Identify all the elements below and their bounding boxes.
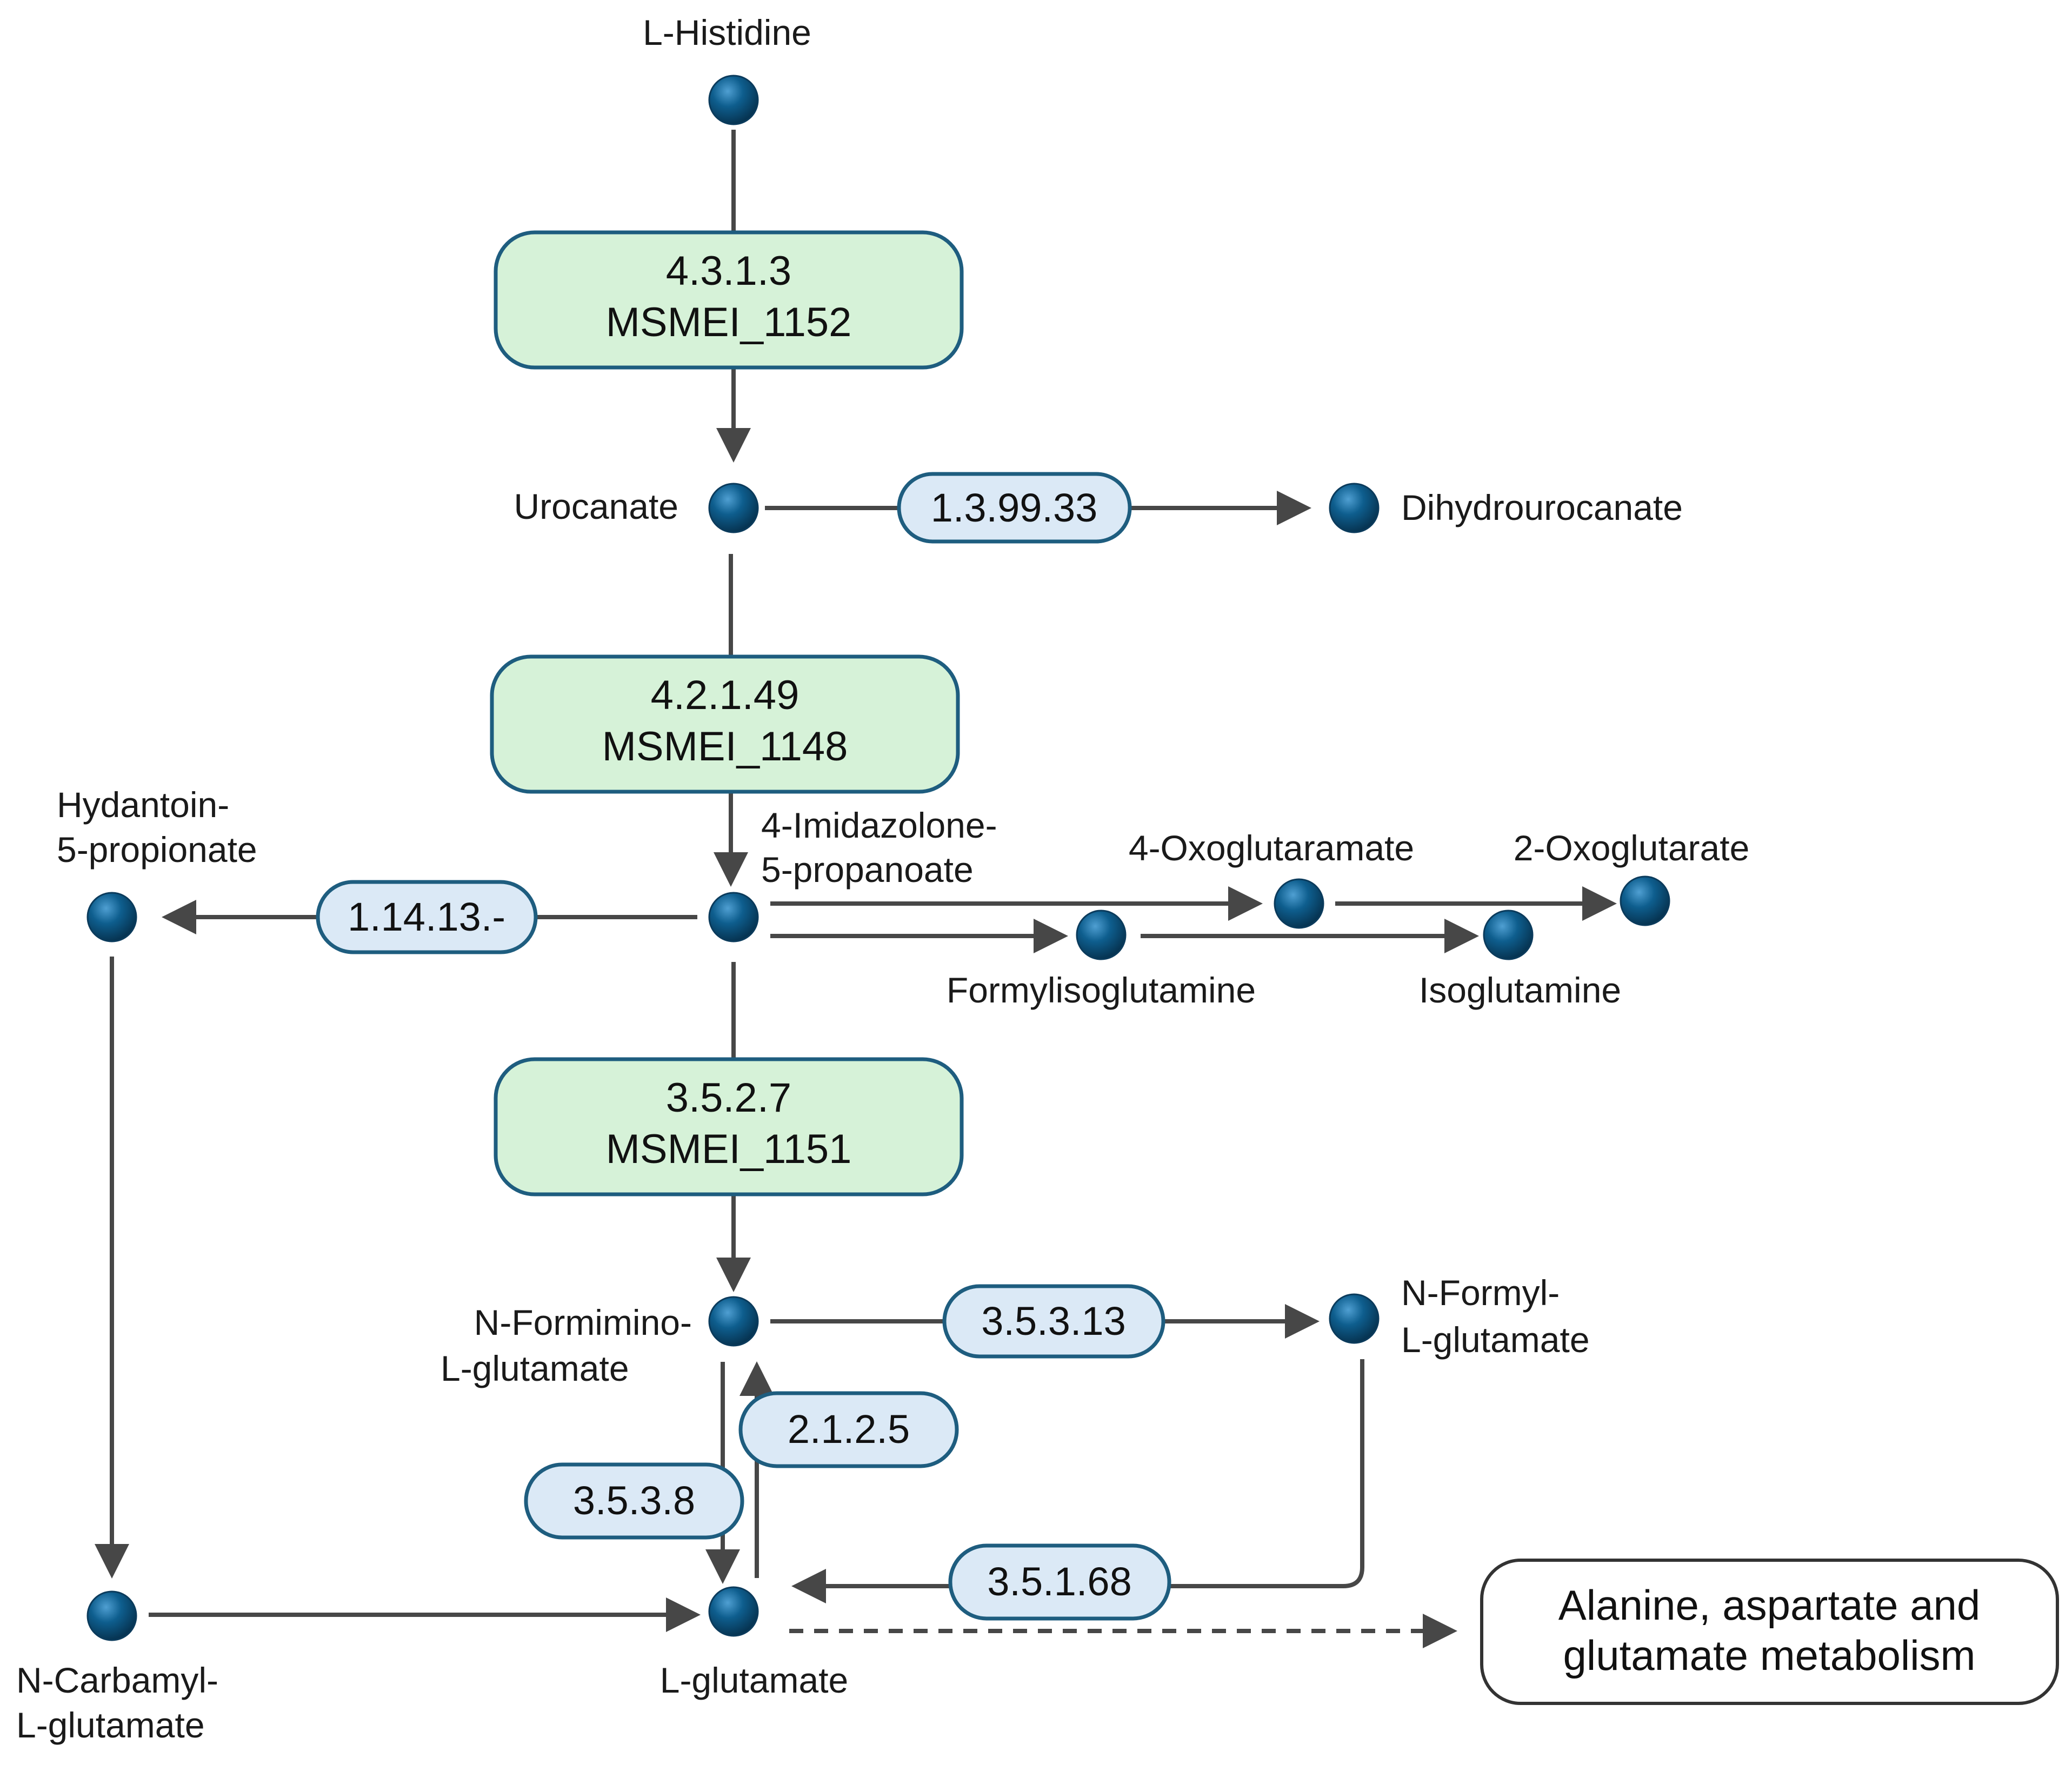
pathway-link-box[interactable]: Alanine, aspartate and glutamate metabol… [1480,1559,2059,1705]
label-imidazolone-line-2: 5-propanoate [761,850,974,890]
label-isoglutamine: Isoglutamine [1419,970,1621,1010]
label-formimino-line-1: N-Formimino- [474,1302,692,1342]
node-oxoglutarate[interactable] [1620,875,1670,926]
pathway-link-line-2: glutamate metabolism [1563,1632,1975,1679]
label-l-histidine: L-Histidine [643,12,811,52]
label-imidazolone-line-1: 4-Imidazolone- [761,805,997,845]
ec-label: 2.1.2.5 [788,1407,910,1452]
ec-pill-formiminoglutamase[interactable]: 3.5.3.8 [524,1462,744,1540]
ec-label: 3.5.3.13 [981,1299,1125,1343]
edge-formyl-to-glutamate [791,1359,1364,1603]
ec-pill-formiminoglutamate-deiminase[interactable]: 3.5.3.13 [942,1284,1165,1359]
enzyme-box-imidazolonepropionase[interactable]: 3.5.2.7 MSMEI_1151 [494,1057,964,1196]
pathway-link-line-1: Alanine, aspartate and [1558,1581,1981,1629]
node-imidazolone-propanoate[interactable] [708,892,759,942]
node-urocanate[interactable] [708,483,759,533]
node-oxoglutaramate[interactable] [1274,878,1324,929]
node-isoglutamine[interactable] [1483,910,1534,960]
label-carbamyl-line-1: N-Carbamyl- [16,1660,218,1700]
node-n-carbamyl-l-glutamate[interactable] [86,1590,137,1641]
ec-label: 3.5.1.68 [987,1559,1131,1604]
label-hydantoin-line-1: Hydantoin- [57,785,229,825]
label-hydantoin-line-2: 5-propionate [57,830,257,870]
ec-pill-formylglutamate-deformylase[interactable]: 3.5.1.68 [948,1543,1171,1621]
node-dihydrourocanate[interactable] [1329,483,1380,533]
enzyme-ec-label: 4.2.1.49 [651,672,800,718]
label-urocanate: Urocanate [514,486,678,526]
label-formylisoglutamine: Formylisoglutamine [947,970,1256,1010]
node-formylisoglutamine[interactable] [1076,910,1127,960]
enzyme-gene-label: MSMEI_1152 [606,299,852,345]
ec-label: 1.3.99.33 [931,485,1098,530]
ec-label: 3.5.3.8 [573,1478,695,1523]
node-l-histidine[interactable] [708,75,759,125]
node-n-formimino-l-glutamate[interactable] [708,1296,759,1347]
ec-pill-glutamate-formimidoyltransferase[interactable]: 2.1.2.5 [738,1391,959,1468]
label-formyl-line-1: N-Formyl- [1401,1273,1560,1313]
ec-pill-urocanate-reductase[interactable]: 1.3.99.33 [897,472,1132,544]
label-formyl-line-2: L-glutamate [1401,1320,1590,1360]
enzyme-box-urocanase[interactable]: 4.2.1.49 MSMEI_1148 [490,654,960,794]
label-dihydrourocanate: Dihydrourocanate [1401,487,1683,527]
enzyme-gene-label: MSMEI_1148 [602,724,848,770]
enzyme-box-histidase[interactable]: 4.3.1.3 MSMEI_1152 [494,230,964,370]
label-oxoglutaramate: 4-Oxoglutaramate [1129,828,1414,868]
node-l-glutamate[interactable] [708,1586,759,1637]
enzyme-ec-label: 4.3.1.3 [666,248,791,294]
metabolite-nodes [86,75,1670,1641]
label-oxoglutarate: 2-Oxoglutarate [1514,828,1750,868]
label-formimino-line-2: L-glutamate [441,1348,629,1388]
label-carbamyl-line-2: L-glutamate [16,1705,205,1745]
label-l-glutamate: L-glutamate [660,1660,849,1700]
node-n-formyl-l-glutamate[interactable] [1329,1293,1380,1344]
enzyme-gene-label: MSMEI_1151 [606,1126,852,1172]
ec-label: 1.14.13.- [348,894,505,939]
enzyme-ec-label: 3.5.2.7 [666,1075,791,1121]
ec-pill-hydantoin-oxidase[interactable]: 1.14.13.- [316,880,538,954]
node-hydantoin-propionate[interactable] [86,892,137,942]
metabolite-labels: L-Histidine Urocanate Dihydrourocanate 4… [16,12,1749,1745]
